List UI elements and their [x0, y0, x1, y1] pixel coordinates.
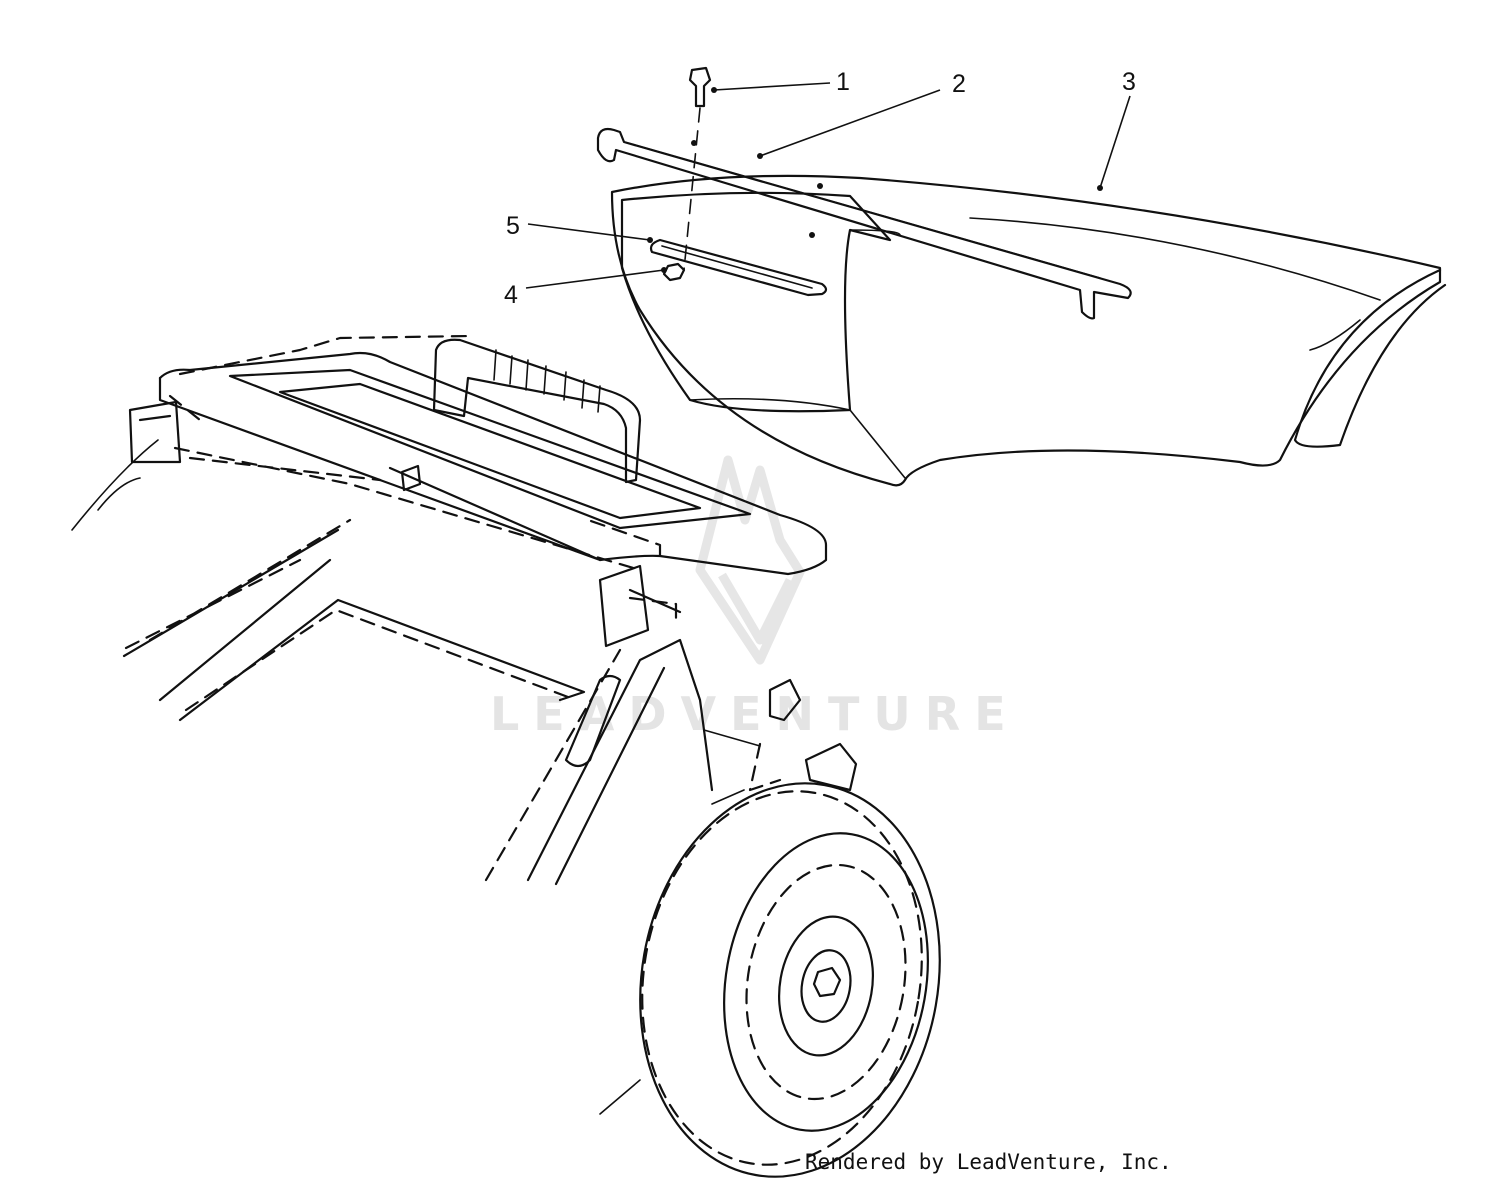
rear-wheel [599, 782, 941, 1178]
tire-tread-hidden [641, 790, 923, 1166]
retainer-strap [649, 238, 828, 297]
callout-4-label: 4 [504, 281, 518, 309]
deck-side-face [158, 376, 602, 562]
callout-2-leader [759, 89, 941, 157]
frame-bar-hole [809, 232, 815, 238]
callout-4: 4 [504, 267, 667, 309]
right-hinge-bracket [598, 564, 682, 648]
left-hinge-bracket [128, 400, 182, 464]
nut [662, 262, 686, 282]
hub-nut [812, 966, 842, 998]
callout-1-leader [713, 82, 831, 91]
callout-4-dot [661, 267, 667, 273]
deck-front-hidden [173, 446, 642, 572]
bag-opening-inner [620, 191, 892, 413]
callout-3: 3 [1097, 68, 1136, 191]
callout-4-leader [525, 269, 665, 289]
callout-3-leader [1099, 95, 1131, 189]
grip-handle [432, 338, 642, 484]
callout-5: 5 [506, 212, 653, 243]
bag-outline [610, 174, 1442, 487]
callout-2: 2 [757, 70, 966, 159]
bolt [688, 66, 712, 108]
mower-body [122, 518, 858, 886]
render-credit: Rendered by LeadVenture, Inc. [805, 1150, 1172, 1174]
rim-hidden [745, 863, 907, 1101]
callout-1-dot [711, 87, 717, 93]
latch-tab [400, 464, 422, 492]
leadventure-logo-mark [695, 455, 805, 665]
body-left-edge [122, 528, 340, 702]
frame-bar-hole [691, 140, 697, 146]
deck-top-hidden [168, 334, 662, 557]
frame-bar-edge [623, 141, 1101, 279]
body-opening [178, 598, 586, 722]
deck-recess-outer [228, 368, 752, 530]
body-right-front [526, 638, 714, 886]
wheel-axle-lines [703, 729, 761, 805]
grass-bag [610, 174, 1447, 487]
retainer-strap-edge [661, 245, 813, 289]
callout-2-label: 2 [952, 70, 966, 98]
rim-outer [723, 832, 929, 1132]
bag-rear-panel [1293, 268, 1447, 448]
left-frame-edge [71, 439, 159, 531]
retainer-hardware [649, 66, 828, 297]
callout-5-dot [647, 237, 653, 243]
frame-bar-hole [817, 183, 823, 189]
callout-5-label: 5 [506, 212, 520, 240]
tire-outer [639, 782, 941, 1178]
mower-handle-deck [71, 334, 828, 648]
grip-ridges [493, 349, 601, 413]
callout-1: 1 [711, 68, 850, 96]
callout-1-label: 1 [836, 68, 850, 96]
watermark: LEADVENTURE [490, 455, 1020, 741]
rim-inner [777, 915, 875, 1057]
deck-recess-inner [278, 382, 702, 520]
callout-3-label: 3 [1122, 68, 1136, 96]
callout-3-dot [1097, 185, 1103, 191]
bag-top-crease [969, 217, 1381, 301]
bolt-centerline [683, 107, 701, 271]
bag-frame-bar [596, 127, 1132, 320]
bag-opening-floor [689, 397, 906, 479]
callouts: 1 2 3 4 5 [504, 68, 1136, 309]
body-right-hidden [484, 648, 782, 882]
hub [800, 949, 852, 1023]
lower-frame-line [599, 1079, 641, 1115]
bag-rear-fold [1309, 319, 1361, 351]
callout-5-leader [527, 223, 651, 241]
body-left-hidden [124, 518, 352, 650]
wheel-bracket [768, 678, 858, 792]
body-opening-hidden [184, 608, 578, 712]
frame-bar-outline [596, 127, 1132, 320]
right-hinge-hidden [628, 596, 678, 622]
callout-2-dot [757, 153, 763, 159]
watermark-text: LEADVENTURE [490, 687, 1020, 741]
